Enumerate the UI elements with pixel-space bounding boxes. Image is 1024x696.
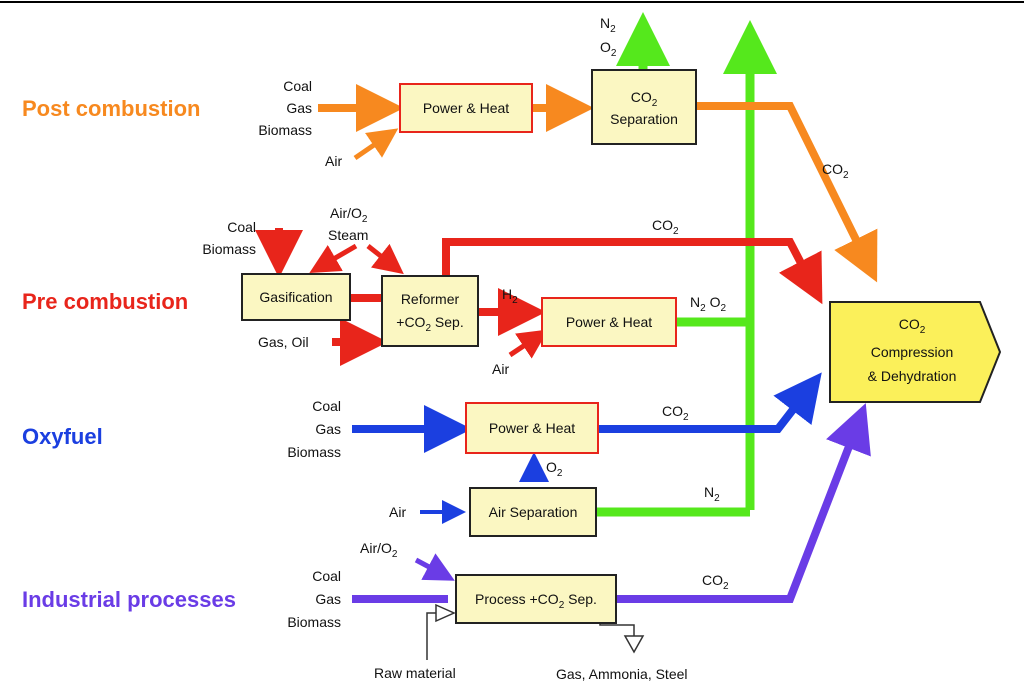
- pre-gasoil-label: Gas, Oil: [258, 334, 309, 350]
- co2-compression-dehydration-box: CO2 Compression & Dehydration: [829, 301, 1002, 403]
- svg-text:Coal: Coal: [227, 219, 256, 235]
- raw-material-arrow: [426, 603, 456, 660]
- svg-text:Biomass: Biomass: [287, 444, 341, 460]
- oxy-flows: [352, 372, 822, 524]
- pre-h2-label: H2: [502, 286, 518, 306]
- products-label: Gas, Ammonia, Steel: [556, 666, 688, 682]
- ind-fuel-label: Coal Gas Biomass: [287, 568, 341, 630]
- svg-text:Process +CO2 Sep.: Process +CO2 Sep.: [475, 591, 597, 611]
- pre-flows: [255, 228, 823, 366]
- pre-n2o2-label: N2 O2: [690, 294, 726, 314]
- svg-text:CO2: CO2: [899, 316, 926, 336]
- svg-text:Gasification: Gasification: [259, 289, 332, 305]
- post-vent-n2-label: N2: [600, 15, 616, 35]
- oxy-fuel-label: Coal Gas Biomass: [287, 398, 341, 460]
- svg-text:Coal: Coal: [312, 398, 341, 414]
- pre-co2-label: CO2: [652, 217, 679, 237]
- ind-co2-label: CO2: [702, 572, 729, 592]
- pre-fuel-label: Coal Biomass: [202, 219, 256, 257]
- process-co2-sep-box: Process +CO2 Sep.: [455, 574, 617, 624]
- svg-text:Gas: Gas: [286, 100, 312, 116]
- ind-airo2-label: Air/O2: [360, 540, 398, 560]
- pre-airo2-label: Air/O2: [330, 205, 368, 225]
- svg-text:Air Separation: Air Separation: [489, 504, 578, 520]
- svg-text:Coal: Coal: [312, 568, 341, 584]
- oxy-n2-label: N2: [704, 484, 720, 504]
- ind-flows: [352, 403, 871, 603]
- svg-text:Power & Heat: Power & Heat: [489, 420, 575, 436]
- post-air-label: Air: [325, 153, 342, 169]
- post-flows: [318, 84, 878, 283]
- svg-text:Separation: Separation: [610, 111, 678, 127]
- pre-steam-label: Steam: [328, 227, 368, 243]
- svg-text:Reformer: Reformer: [401, 291, 460, 307]
- post-co2-label: CO2: [822, 161, 849, 181]
- oxy-co2-label: CO2: [662, 403, 689, 423]
- post-fuel-label: Coal Gas Biomass: [258, 78, 312, 138]
- svg-text:CO2: CO2: [631, 89, 658, 109]
- reformer-box: Reformer +CO2 Sep.: [381, 275, 479, 347]
- svg-text:Coal: Coal: [283, 78, 312, 94]
- category-pre-combustion: Pre combustion: [22, 289, 188, 314]
- oxy-power-heat-box: Power & Heat: [465, 402, 599, 454]
- post-co2-separation-box: CO2 Separation: [591, 69, 697, 145]
- svg-text:Biomass: Biomass: [287, 614, 341, 630]
- svg-text:Biomass: Biomass: [258, 122, 312, 138]
- pre-power-heat-box: Power & Heat: [541, 297, 677, 347]
- category-post-combustion: Post combustion: [22, 96, 200, 121]
- oxy-o2-label: O2: [546, 459, 563, 479]
- raw-material-label: Raw material: [374, 665, 456, 681]
- oxy-air-label: Air: [389, 504, 406, 520]
- svg-text:Gas: Gas: [315, 591, 341, 607]
- air-separation-box: Air Separation: [469, 487, 597, 537]
- svg-text:Power & Heat: Power & Heat: [566, 314, 652, 330]
- svg-text:Gas: Gas: [315, 421, 341, 437]
- gasification-box: Gasification: [241, 273, 351, 321]
- post-vent-o2-label: O2: [600, 39, 617, 59]
- post-power-heat-box: Power & Heat: [399, 83, 533, 133]
- svg-text:Compression: Compression: [871, 344, 953, 360]
- svg-text:Biomass: Biomass: [202, 241, 256, 257]
- svg-text:+CO2 Sep.: +CO2 Sep.: [396, 314, 463, 334]
- category-oxyfuel: Oxyfuel: [22, 424, 103, 449]
- svg-text:Power & Heat: Power & Heat: [423, 100, 509, 116]
- svg-text:& Dehydration: & Dehydration: [868, 368, 957, 384]
- pre-air-label: Air: [492, 361, 509, 377]
- category-industrial-processes: Industrial processes: [22, 587, 236, 612]
